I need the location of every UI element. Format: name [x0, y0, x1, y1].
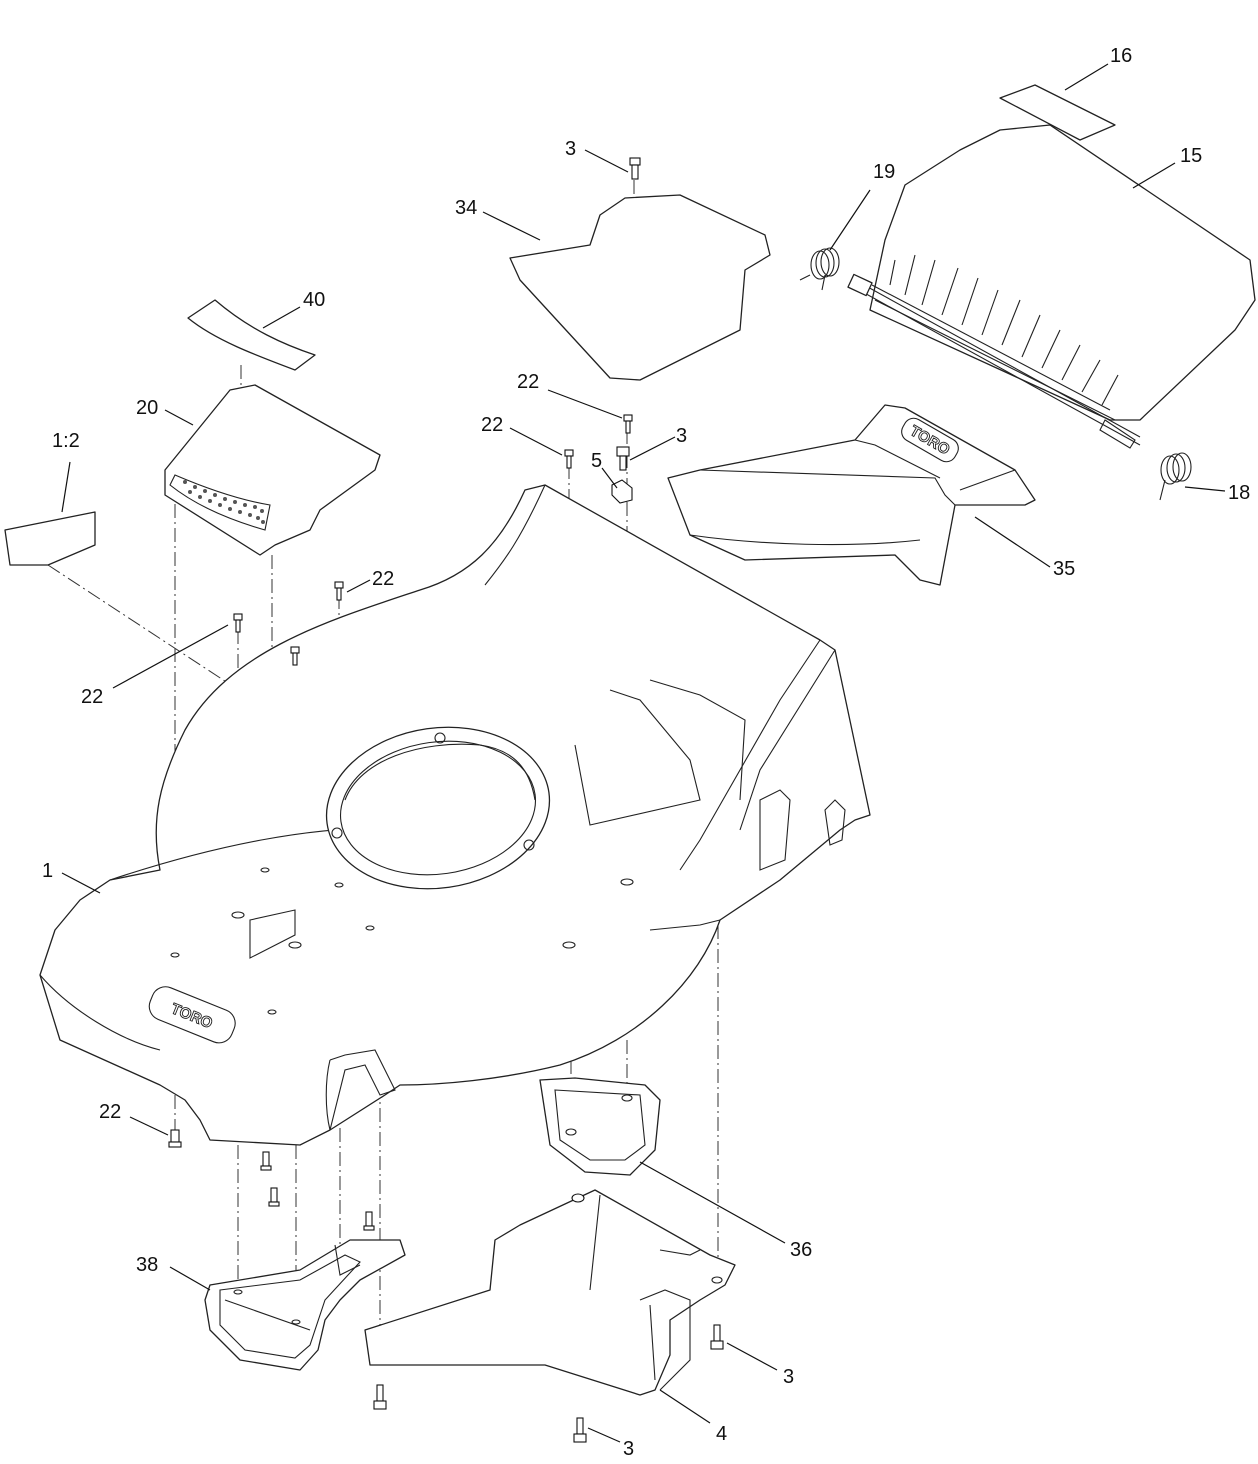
screw-22-bottom [168, 1129, 182, 1148]
callout-3-bottom: 3 [623, 1438, 634, 1460]
screw-22-b [564, 449, 574, 469]
screw-22-d [233, 613, 243, 633]
screw-bottom-1 [260, 1151, 272, 1171]
screw-bottom-2 [268, 1187, 280, 1207]
top-cover-part-20 [164, 384, 381, 556]
callout-38: 38 [136, 1254, 158, 1276]
callout-22-b: 22 [481, 414, 503, 436]
decal-part-1-2 [4, 511, 96, 566]
bolt-3-bottom [573, 1417, 587, 1443]
screw-bottom-3 [363, 1211, 375, 1231]
decal-part-16 [999, 84, 1116, 141]
bolt-3-mid [616, 446, 630, 471]
callout-40: 40 [303, 289, 325, 311]
bolt-3-right [710, 1324, 724, 1350]
callout-22-a: 22 [517, 371, 539, 393]
callout-3-top: 3 [565, 138, 576, 160]
bolt-3-top [629, 157, 641, 180]
spring-part-18 [1159, 452, 1192, 501]
callout-35: 35 [1053, 558, 1075, 580]
fasteners [168, 157, 724, 1443]
deck-housing: TORO [39, 484, 871, 1146]
vent-grille [183, 480, 265, 524]
rear-cover-part-34 [509, 194, 771, 381]
bolt-3-left [373, 1384, 387, 1410]
callout-34: 34 [455, 197, 477, 219]
callout-3-right: 3 [783, 1366, 794, 1388]
callout-19: 19 [873, 161, 895, 183]
screw-22-a [623, 414, 633, 434]
callout-22-c: 22 [372, 568, 394, 590]
callout-15: 15 [1180, 145, 1202, 167]
callout-labels: 1 1:2 3 3 3 3 4 5 15 16 18 19 20 22 22 2… [42, 45, 1250, 1460]
leader-lines [61, 63, 1226, 1443]
callout-18: 18 [1228, 482, 1250, 504]
spring-part-19 [799, 247, 840, 291]
screw-22-c [334, 581, 344, 601]
baffle-part-38 [204, 1239, 406, 1371]
callout-22-e: 22 [99, 1101, 121, 1123]
callout-16: 16 [1110, 45, 1132, 67]
callout-22-d: 22 [81, 686, 103, 708]
screw-22-e [290, 646, 300, 666]
callout-1-2: 1:2 [52, 430, 80, 452]
bracket-5 [611, 479, 633, 504]
baffle-part-4 [364, 1189, 736, 1396]
callout-36: 36 [790, 1239, 812, 1261]
discharge-chute-part-35: TORO [667, 404, 1036, 586]
callout-4: 4 [716, 1423, 727, 1445]
callout-3-mid: 3 [676, 425, 687, 447]
callout-1: 1 [42, 860, 53, 882]
rear-flap-part-15 [847, 124, 1256, 449]
baffle-part-36 [539, 1077, 661, 1176]
decal-part-40 [187, 299, 316, 371]
callout-5: 5 [591, 450, 602, 472]
callout-20: 20 [136, 397, 158, 419]
